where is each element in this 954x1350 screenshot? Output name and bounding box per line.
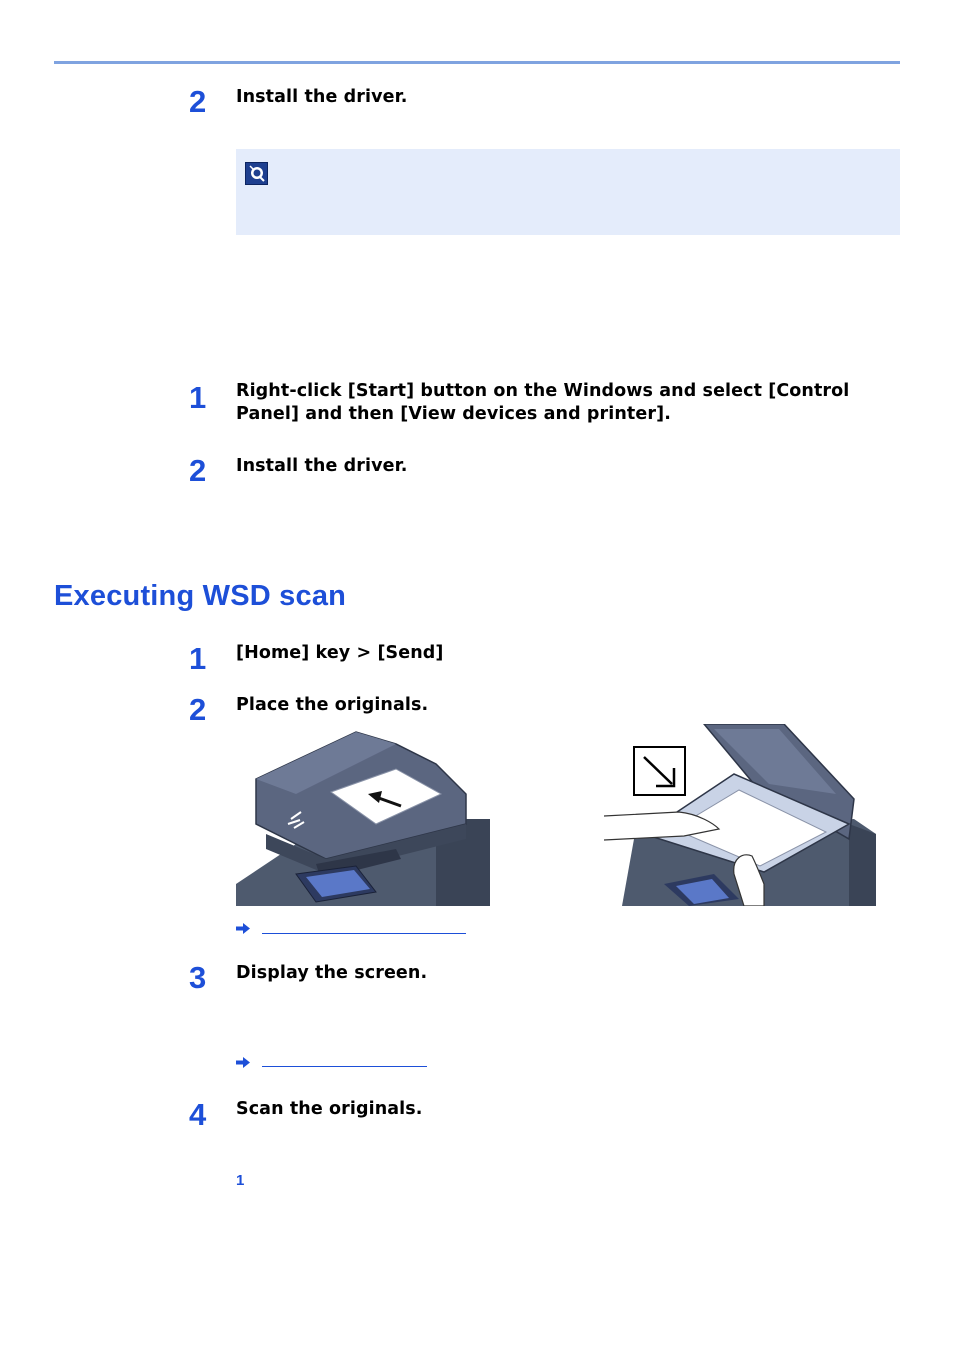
reference-arrow-icon [236, 923, 250, 934]
note-box [236, 149, 900, 235]
reference-link[interactable] [262, 933, 466, 934]
top-rule [54, 61, 900, 64]
step-number: 2 [189, 692, 207, 727]
step-number: 2 [189, 84, 207, 119]
step-text: Place the originals. [236, 695, 429, 715]
substep-number: 1 [236, 1172, 245, 1189]
reference-link[interactable] [262, 1066, 427, 1067]
step-text: Install the driver. [236, 87, 408, 107]
step-text: Install the driver. [236, 456, 408, 476]
document-processor-illustration [236, 724, 490, 906]
step-text: Scan the originals. [236, 1099, 423, 1119]
reference-arrow-icon [236, 1057, 250, 1068]
step-text: [Home] key > [Send] [236, 643, 444, 663]
section-title: Executing WSD scan [54, 580, 347, 612]
step-number: 2 [189, 453, 207, 488]
platen-arrow-icon [633, 746, 686, 796]
step-number: 4 [189, 1097, 207, 1132]
step-number: 1 [189, 380, 207, 415]
step-text: Display the screen. [236, 963, 428, 983]
step-number: 1 [189, 641, 207, 676]
hint-icon [245, 162, 268, 185]
step-text: Right-click [Start] button on the Window… [236, 381, 850, 424]
platen-illustration [604, 724, 876, 906]
step-number: 3 [189, 960, 207, 995]
